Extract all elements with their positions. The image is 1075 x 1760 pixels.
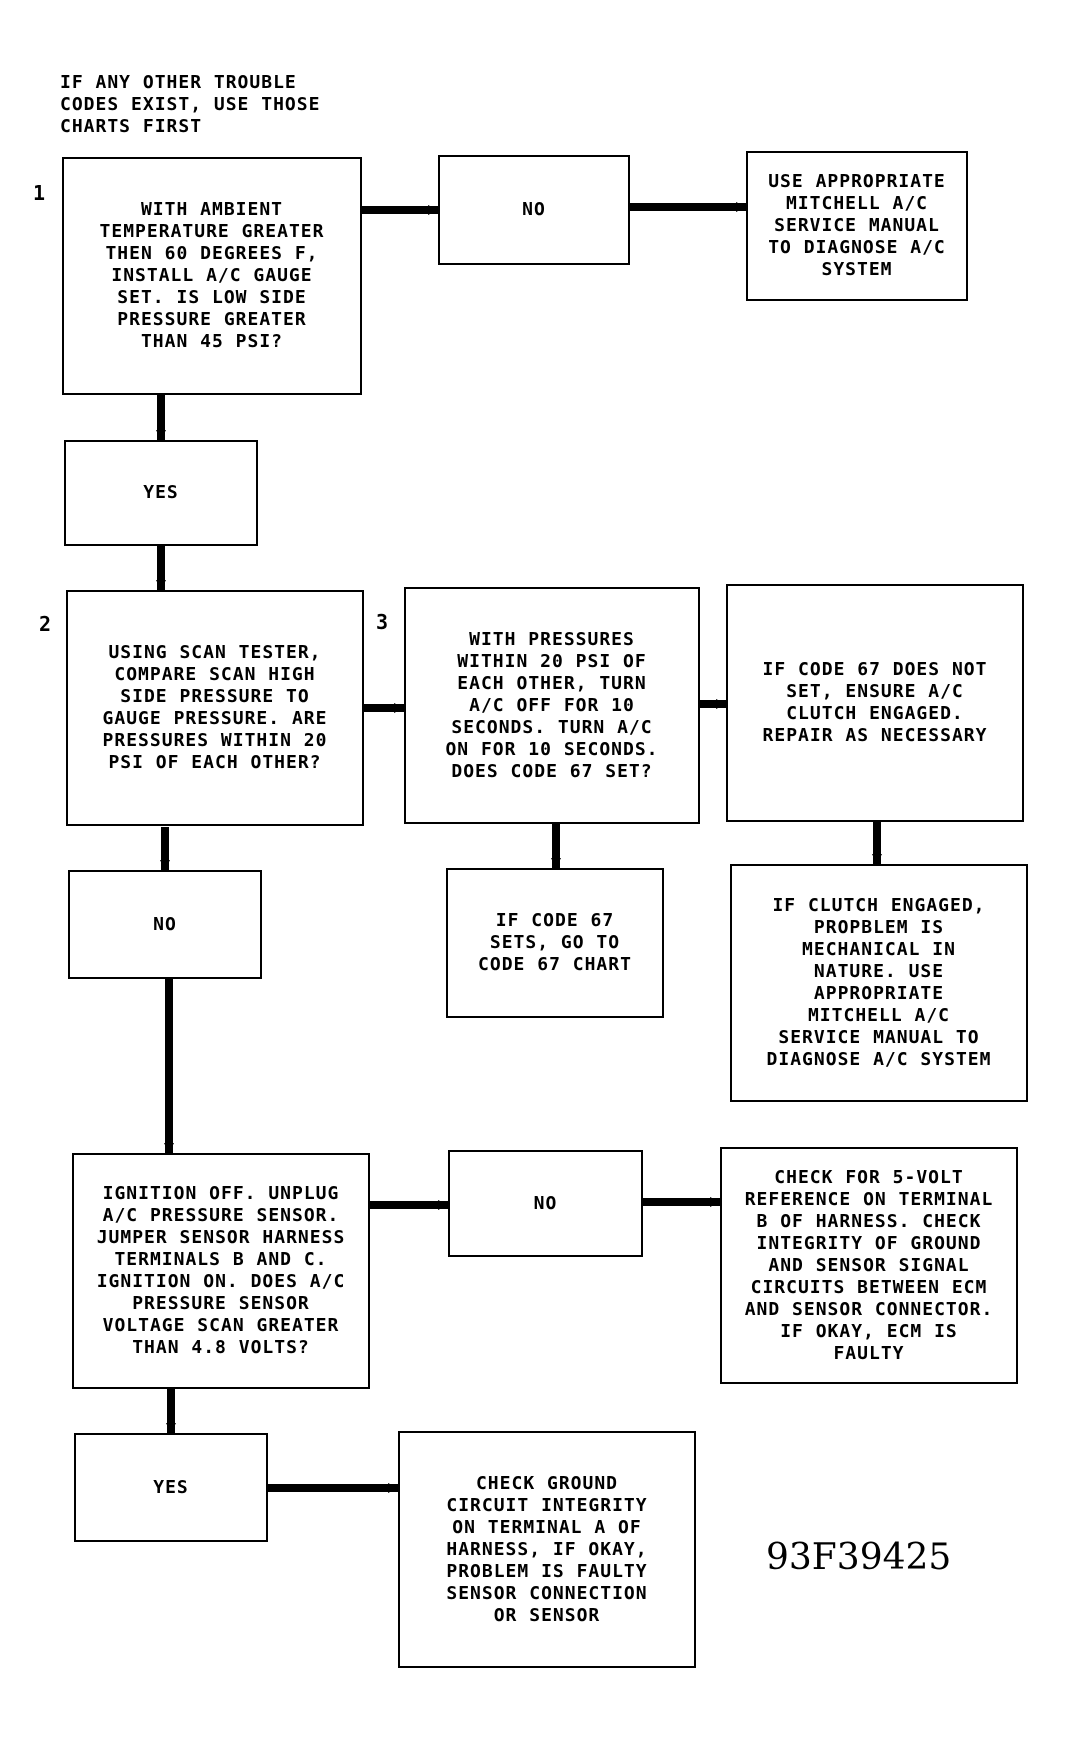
node-code67-sets-text: IF CODE 67 SETS, GO TO CODE 67 CHART	[478, 910, 632, 975]
node-code67-not-set-text: IF CODE 67 DOES NOT SET, ENSURE A/C CLUT…	[762, 659, 988, 746]
node-q2-no: NO	[68, 870, 262, 979]
step-number-1: 1	[33, 181, 46, 205]
node-q1-yes: YES	[64, 440, 258, 546]
node-q1-no: NO	[438, 155, 630, 265]
node-sensor-voltage-test-text: IGNITION OFF. UNPLUG A/C PRESSURE SENSOR…	[96, 1183, 346, 1358]
node-use-service-manual: USE APPROPRIATE MITCHELL A/C SERVICE MAN…	[746, 151, 968, 301]
node-code67-test: WITH PRESSURES WITHIN 20 PSI OF EACH OTH…	[404, 587, 700, 824]
step-number-2: 2	[39, 612, 52, 636]
node-code67-not-set: IF CODE 67 DOES NOT SET, ENSURE A/C CLUT…	[726, 584, 1024, 822]
node-clutch-engaged: IF CLUTCH ENGAGED, PROPBLEM IS MECHANICA…	[730, 864, 1028, 1102]
node-code67-test-text: WITH PRESSURES WITHIN 20 PSI OF EACH OTH…	[445, 628, 659, 782]
node-ambient-temp-check-text: WITH AMBIENT TEMPERATURE GREATER THEN 60…	[99, 199, 325, 352]
node-use-service-manual-text: USE APPROPRIATE MITCHELL A/C SERVICE MAN…	[768, 171, 946, 280]
node-check-ground-circuit-text: CHECK GROUND CIRCUIT INTEGRITY ON TERMIN…	[446, 1472, 648, 1626]
node-ambient-temp-check: WITH AMBIENT TEMPERATURE GREATER THEN 60…	[62, 157, 362, 395]
node-q4-yes: YES	[74, 1433, 268, 1542]
node-q4-yes-text: YES	[153, 1476, 189, 1498]
node-q1-yes-text: YES	[143, 482, 179, 503]
node-clutch-engaged-text: IF CLUTCH ENGAGED, PROPBLEM IS MECHANICA…	[766, 895, 992, 1070]
node-compare-pressure-text: USING SCAN TESTER, COMPARE SCAN HIGH SID…	[102, 642, 328, 773]
node-q2-no-text: NO	[153, 913, 177, 935]
node-check-5v-reference: CHECK FOR 5-VOLT REFERENCE ON TERMINAL B…	[720, 1147, 1018, 1384]
node-sensor-voltage-test: IGNITION OFF. UNPLUG A/C PRESSURE SENSOR…	[72, 1153, 370, 1389]
node-check-5v-reference-text: CHECK FOR 5-VOLT REFERENCE ON TERMINAL B…	[744, 1166, 994, 1364]
figure-id: 93F39425	[766, 1537, 952, 1578]
node-q1-no-text: NO	[522, 199, 546, 220]
node-check-ground-circuit: CHECK GROUND CIRCUIT INTEGRITY ON TERMIN…	[398, 1431, 696, 1668]
node-q4-no: NO	[448, 1150, 643, 1257]
node-compare-pressure: USING SCAN TESTER, COMPARE SCAN HIGH SID…	[66, 590, 364, 826]
node-q4-no-text: NO	[533, 1192, 558, 1214]
intro-note: IF ANY OTHER TROUBLE CODES EXIST, USE TH…	[60, 72, 321, 137]
node-code67-sets: IF CODE 67 SETS, GO TO CODE 67 CHART	[446, 868, 664, 1018]
step-number-3: 3	[376, 610, 389, 634]
